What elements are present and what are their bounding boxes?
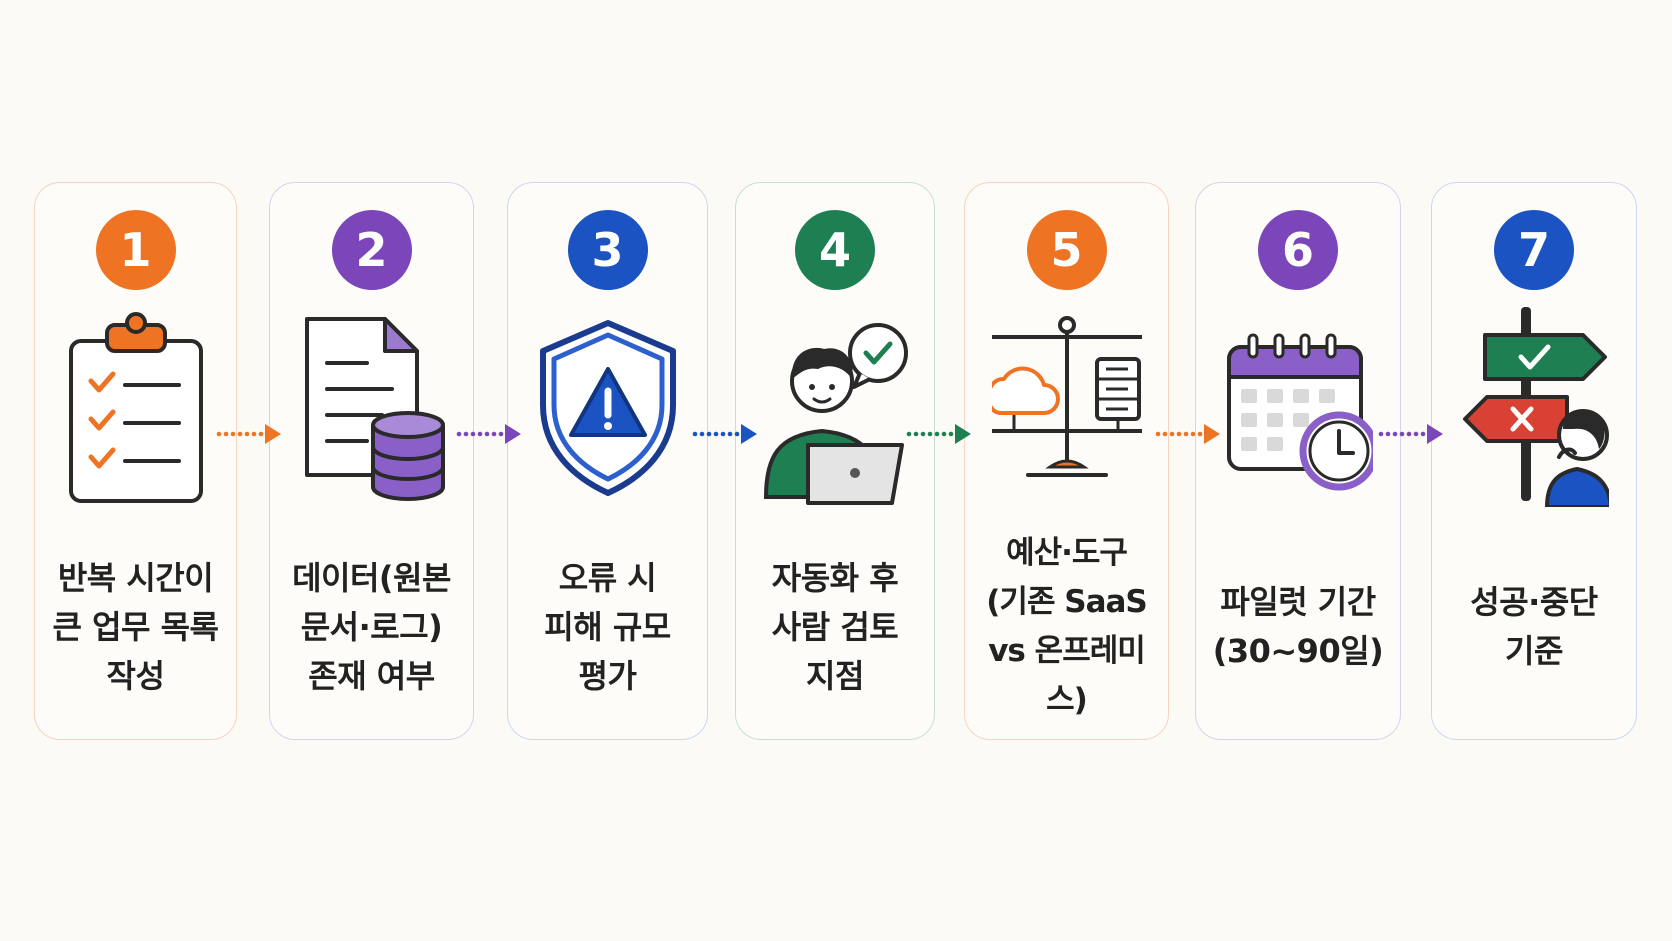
flow-arrow-6-7 bbox=[1378, 424, 1443, 444]
step-card-4: 4 자동화 후 사람 검토 지점 bbox=[735, 182, 935, 740]
flow-arrow-1-2 bbox=[216, 424, 281, 444]
step-number-badge: 3 bbox=[567, 210, 648, 290]
step-label: 오류 시 피해 규모 평가 bbox=[544, 558, 671, 695]
step-card-5: 5 예산·도구 (기존 SaaS vs 온프레미스) bbox=[964, 182, 1169, 740]
step-card-7: 7 성공·중단 기준 bbox=[1431, 182, 1637, 740]
shield-warning-icon bbox=[539, 320, 676, 496]
signpost-decision-icon bbox=[1463, 307, 1609, 507]
clipboard-checklist-icon bbox=[68, 312, 203, 503]
step-number-badge: 2 bbox=[331, 210, 412, 290]
step-number-badge: 5 bbox=[1026, 210, 1107, 290]
step-label: 자동화 후 사람 검토 지점 bbox=[771, 558, 899, 695]
flow-arrow-5-6 bbox=[1155, 424, 1220, 444]
step-number-badge: 4 bbox=[795, 210, 875, 290]
person-laptop-check-icon bbox=[763, 323, 908, 505]
step-card-2: 2 데이터(원본 문서·로그) 존재 여부 bbox=[269, 182, 474, 740]
flow-arrow-4-5 bbox=[906, 424, 971, 444]
step-card-3: 3 오류 시 피해 규모 평가 bbox=[507, 182, 708, 740]
flow-arrow-2-3 bbox=[456, 424, 521, 444]
step-number-badge: 7 bbox=[1494, 210, 1574, 290]
step-label: 성공·중단 기준 bbox=[1470, 583, 1598, 670]
step-number-badge: 6 bbox=[1258, 210, 1338, 290]
step-label: 파일럿 기간 (30~90일) bbox=[1212, 583, 1384, 670]
step-label: 데이터(원본 문서·로그) 존재 여부 bbox=[292, 558, 451, 695]
flow-arrow-3-4 bbox=[692, 424, 757, 444]
step-label: 예산·도구 (기존 SaaS vs 온프레미스) bbox=[986, 535, 1148, 718]
step-label: 반복 시간이 큰 업무 목록 작성 bbox=[52, 558, 219, 695]
balance-cloud-server-icon bbox=[991, 316, 1142, 477]
step-number-badge: 1 bbox=[95, 210, 176, 290]
step-card-1: 1 반복 시간이 큰 업무 목록 작성 bbox=[34, 182, 237, 740]
document-database-icon bbox=[304, 317, 445, 501]
calendar-clock-icon bbox=[1227, 333, 1373, 491]
step-card-6: 6 파일럿 기간 (30~90일) bbox=[1195, 182, 1401, 740]
